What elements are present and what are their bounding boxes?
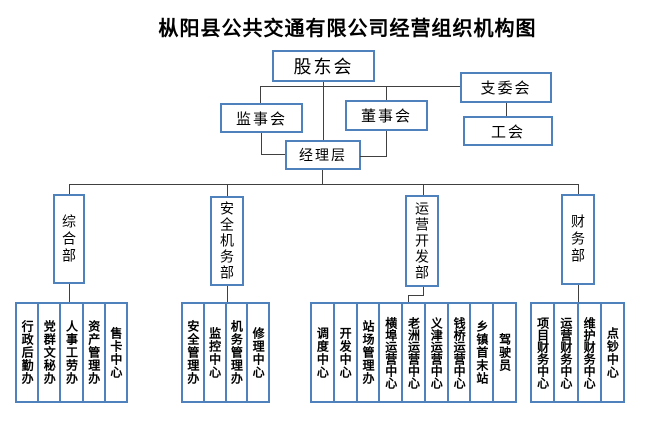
dept-general: 综合部 (53, 194, 85, 284)
office-box: 售卡中心 (103, 302, 129, 403)
office-box: 安全管理办 (181, 302, 205, 403)
chart-title: 枞阳县公共交通有限公司经营组织机构图 (158, 18, 537, 40)
connector-line (322, 170, 323, 184)
office-box: 横埠运营中心 (378, 302, 404, 403)
group-operations-offices: 调度中心 开发中心 站场管理办 横埠运营中心 老洲运营中心 义津运营中心 钱桥运… (310, 302, 518, 403)
connector-line (423, 184, 424, 195)
connector-line (323, 82, 324, 140)
node-board-of-directors: 董事会 (345, 100, 428, 131)
dept-finance: 财务部 (561, 194, 595, 285)
office-label: 站场管理办 (360, 320, 375, 385)
office-label: 运营财务中心 (558, 316, 573, 389)
dept-general-label: 综合部 (61, 213, 77, 265)
group-general-offices: 行政后勤办 党群文秘办 人事工劳办 资产管理办 售卡中心 (15, 302, 129, 403)
connector-line (69, 284, 70, 302)
office-box: 行政后勤办 (15, 302, 40, 403)
connector-line (506, 103, 507, 116)
office-box: 义津运营中心 (423, 302, 449, 403)
office-label: 开发中心 (338, 326, 353, 379)
node-management: 经理层 (285, 140, 361, 170)
office-box: 老洲运营中心 (401, 302, 426, 403)
connector-line (578, 285, 579, 302)
office-label: 维护财务中心 (582, 316, 597, 389)
office-label: 售卡中心 (108, 326, 123, 379)
office-box: 驾驶员 (492, 302, 518, 403)
office-label: 机务管理办 (229, 320, 244, 385)
office-box: 监控中心 (202, 302, 227, 403)
connector-line (260, 86, 261, 103)
office-label: 老洲运营中心 (406, 316, 421, 389)
connector-line (423, 287, 424, 295)
dept-safety-mechanical: 安全机务部 (210, 196, 244, 286)
office-label: 义津运营中心 (429, 316, 444, 389)
node-labor-union: 工会 (463, 116, 553, 146)
office-label: 横埠运营中心 (383, 316, 398, 389)
node-shareholders: 股东会 (272, 50, 375, 82)
office-box: 修理中心 (246, 302, 270, 403)
office-box: 资产管理办 (81, 302, 106, 403)
office-label: 乡镇首末站 (474, 320, 489, 385)
connector-line (260, 86, 460, 87)
connector-line (408, 295, 409, 302)
office-label: 监控中心 (207, 326, 222, 379)
office-box: 党群文秘办 (37, 302, 62, 403)
connector-line (386, 131, 387, 157)
dept-safety-mechanical-label: 安全机务部 (219, 201, 235, 281)
office-box: 调度中心 (310, 302, 335, 403)
group-safety-offices: 安全管理办 监控中心 机务管理办 修理中心 (181, 302, 270, 403)
office-label: 调度中心 (315, 326, 330, 379)
connector-line (261, 133, 262, 155)
office-label: 修理中心 (251, 326, 266, 379)
office-label: 行政后勤办 (20, 320, 35, 385)
office-box: 点钞中心 (599, 302, 625, 403)
office-label: 项目财务中心 (535, 316, 550, 389)
office-box: 运营财务中心 (553, 302, 579, 403)
connector-line (261, 154, 285, 155)
office-box: 站场管理办 (355, 302, 381, 403)
connector-line (386, 86, 387, 100)
office-label: 党群文秘办 (42, 320, 57, 385)
office-box: 开发中心 (332, 302, 358, 403)
office-box: 钱桥运营中心 (446, 302, 472, 403)
office-box: 项目财务中心 (530, 302, 556, 403)
office-label: 钱桥运营中心 (452, 316, 467, 389)
dept-operations-development: 运营开发部 (405, 195, 439, 287)
office-label: 资产管理办 (86, 320, 101, 385)
connector-line (578, 184, 579, 194)
group-finance-offices: 项目财务中心 运营财务中心 维护财务中心 点钞中心 (530, 302, 625, 403)
office-label: 点钞中心 (605, 326, 620, 379)
office-label: 驾驶员 (497, 333, 512, 372)
office-box: 维护财务中心 (576, 302, 602, 403)
office-box: 乡镇首末站 (469, 302, 495, 403)
connector-line (227, 184, 228, 196)
office-box: 人事工劳办 (59, 302, 84, 403)
node-branch-committee: 支委会 (460, 72, 552, 103)
node-supervisory-board: 监事会 (220, 103, 303, 133)
connector-line (360, 156, 386, 157)
connector-line (408, 295, 424, 296)
office-label: 人事工劳办 (64, 320, 79, 385)
dept-operations-development-label: 运营开发部 (414, 201, 430, 281)
office-box: 机务管理办 (224, 302, 249, 403)
connector-line (69, 184, 578, 185)
office-label: 安全管理办 (185, 320, 200, 385)
connector-line (69, 184, 70, 194)
connector-line (227, 286, 228, 302)
dept-finance-label: 财务部 (570, 214, 586, 265)
